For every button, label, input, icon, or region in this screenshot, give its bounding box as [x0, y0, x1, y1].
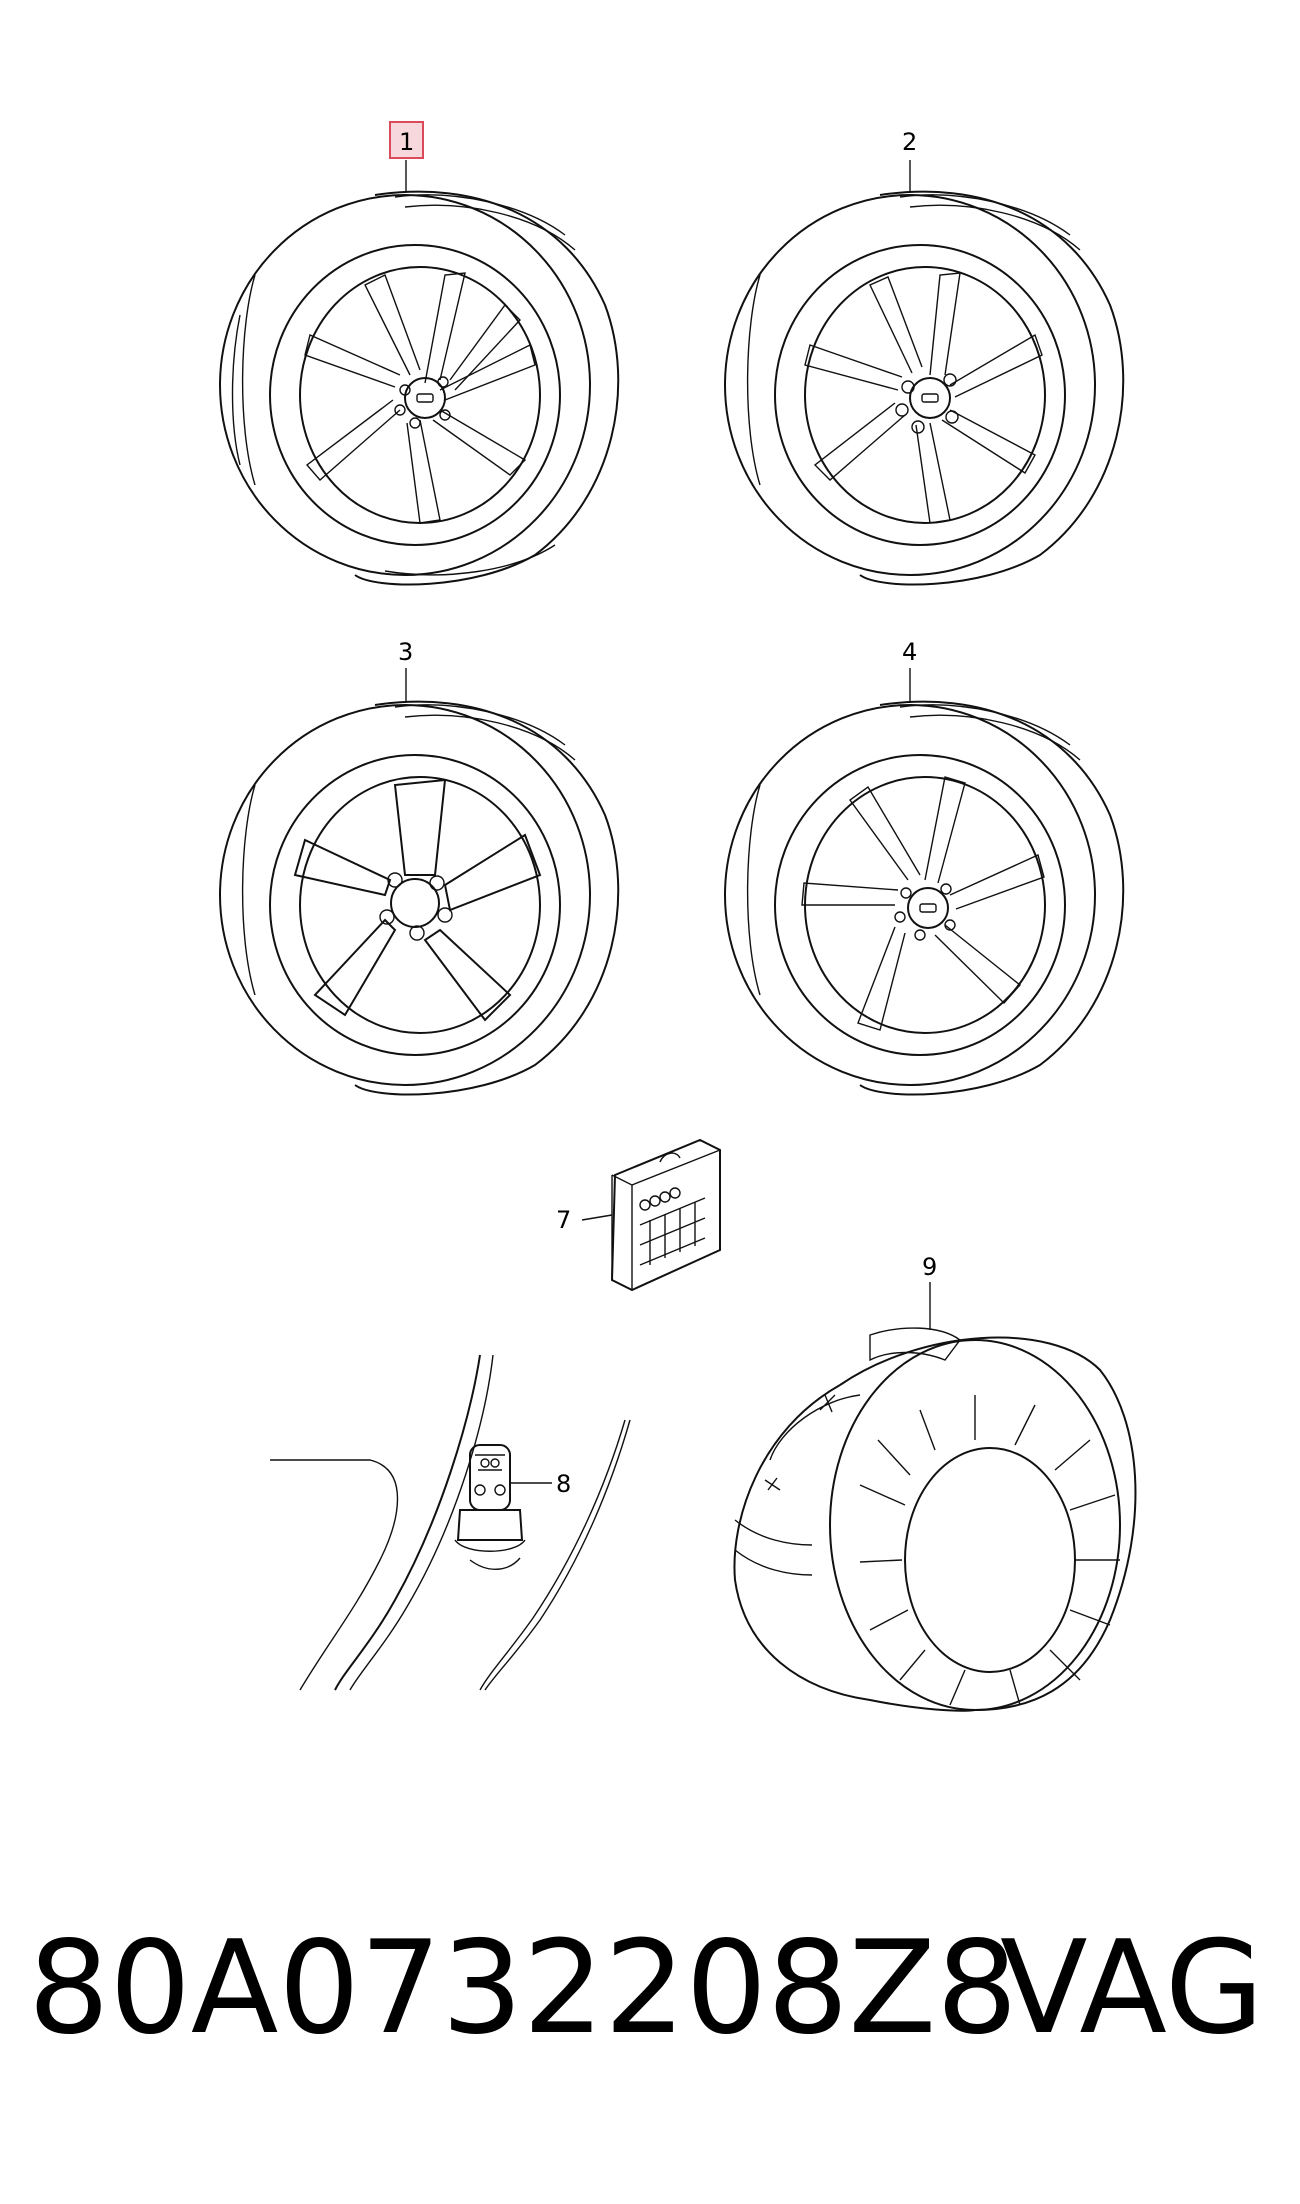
callout-1: 1	[399, 128, 414, 156]
valve-cap-detail[interactable]	[270, 1354, 631, 1691]
wheel-2[interactable]	[724, 190, 1125, 586]
part-number: 80A0732208Z8	[28, 1914, 1018, 2063]
callout-9: 9	[922, 1253, 937, 1281]
wheel-3[interactable]	[219, 700, 620, 1096]
callout-1-highlight[interactable]	[389, 121, 424, 159]
wheel-bag[interactable]	[733, 1327, 1137, 1712]
callout-4: 4	[902, 638, 917, 666]
rim-spokes	[304, 272, 536, 524]
callout-2: 2	[902, 128, 917, 156]
callout-8: 8	[556, 1470, 571, 1498]
accessory-package[interactable]	[610, 1138, 721, 1292]
brand-label: VAG	[1000, 1914, 1264, 2063]
wheel-4[interactable]	[724, 700, 1125, 1096]
callout-3: 3	[398, 638, 413, 666]
wheel-1[interactable]	[219, 190, 620, 586]
callout-7: 7	[556, 1206, 571, 1234]
